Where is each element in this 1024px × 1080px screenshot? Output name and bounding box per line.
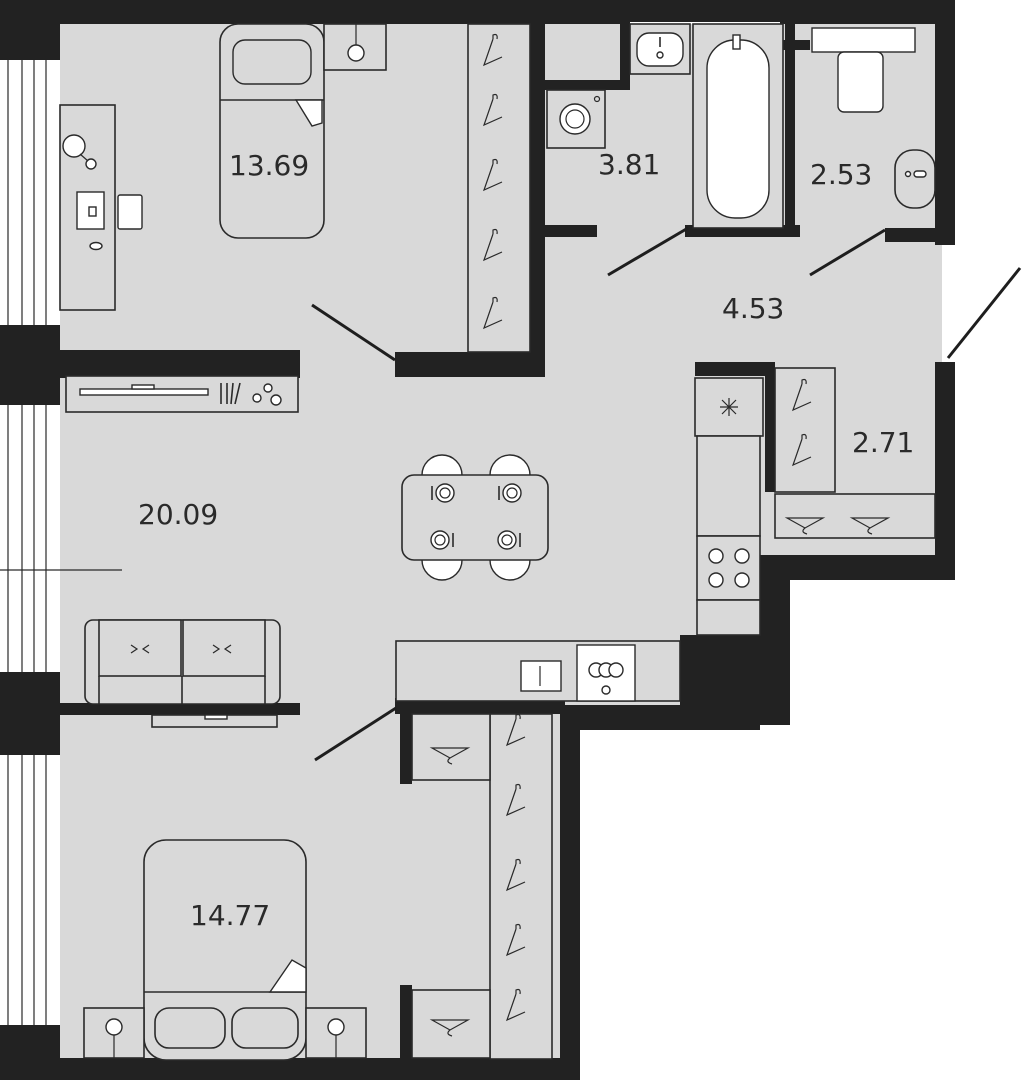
area-label-bedroom-top: 13.69 bbox=[229, 149, 309, 182]
sink-toilet bbox=[894, 149, 936, 209]
window-left-middle bbox=[0, 405, 122, 672]
area-labels: 13.69 3.81 2.53 4.53 2.71 20.09 14.77 bbox=[138, 148, 914, 932]
wardrobe-top bbox=[467, 23, 531, 353]
hanger-icon bbox=[482, 228, 503, 262]
hanger-icons bbox=[429, 33, 891, 1037]
area-label-toilet: 2.53 bbox=[810, 158, 872, 191]
hanger-icon bbox=[505, 783, 526, 817]
laundry bbox=[546, 23, 784, 229]
window-left-top bbox=[7, 60, 47, 325]
counter-2 bbox=[696, 599, 761, 636]
doors bbox=[311, 226, 1022, 762]
living-kitchen bbox=[65, 375, 764, 705]
hanger-icon bbox=[482, 33, 503, 67]
bedroom-top bbox=[59, 23, 531, 353]
door-bedroom-top bbox=[311, 303, 396, 362]
wardrobe-corner-bottom bbox=[411, 989, 491, 1059]
hanger-icon bbox=[784, 517, 826, 535]
hanger-icon bbox=[849, 517, 891, 535]
door-laundry bbox=[607, 226, 689, 277]
door-toilet bbox=[809, 228, 886, 277]
shelf-storage bbox=[774, 493, 936, 539]
area-label-living: 20.09 bbox=[138, 498, 218, 531]
cooktop bbox=[696, 535, 761, 601]
wardrobe-storage bbox=[774, 367, 836, 493]
hanger-icon bbox=[505, 713, 526, 747]
wardrobe-bottom bbox=[489, 713, 553, 1060]
pillow-right bbox=[231, 1007, 299, 1049]
bed-bottom bbox=[143, 839, 307, 1061]
door-bedroom-bottom bbox=[314, 706, 397, 762]
window-left-bottom bbox=[7, 755, 47, 1025]
desk-lamp-icon bbox=[62, 134, 86, 158]
hanger-icon bbox=[505, 923, 526, 957]
sofa bbox=[84, 619, 281, 705]
hanger-icon bbox=[791, 378, 812, 412]
dining-table bbox=[401, 454, 549, 581]
bedroom-bottom bbox=[83, 713, 553, 1061]
hanger-icon bbox=[505, 858, 526, 892]
hanger-icon bbox=[429, 1019, 471, 1037]
wardrobe-corner-top bbox=[411, 713, 491, 781]
hanger-icon bbox=[482, 158, 503, 192]
walls bbox=[0, 0, 955, 1080]
area-label-hall: 4.53 bbox=[722, 292, 784, 325]
hanger-icon bbox=[429, 747, 471, 765]
hanger-icon bbox=[791, 433, 812, 467]
toilet-icon bbox=[837, 51, 884, 113]
pillow-top bbox=[232, 39, 312, 85]
toilet-tank bbox=[811, 27, 916, 53]
storage bbox=[774, 367, 936, 539]
hanger-icon bbox=[482, 296, 503, 330]
toilet-room bbox=[811, 27, 936, 209]
area-label-laundry: 3.81 bbox=[598, 148, 660, 181]
hanger-icon bbox=[482, 93, 503, 127]
hanger-icon bbox=[505, 988, 526, 1022]
pillow-left bbox=[154, 1007, 226, 1049]
door-entrance bbox=[946, 267, 1022, 359]
counter bbox=[696, 435, 761, 537]
chair-icon bbox=[117, 194, 143, 230]
tv-icon bbox=[79, 388, 209, 396]
area-label-storage: 2.71 bbox=[852, 426, 914, 459]
sink-kitchen bbox=[520, 660, 562, 692]
area-label-bedroom-bottom: 14.77 bbox=[190, 899, 270, 932]
